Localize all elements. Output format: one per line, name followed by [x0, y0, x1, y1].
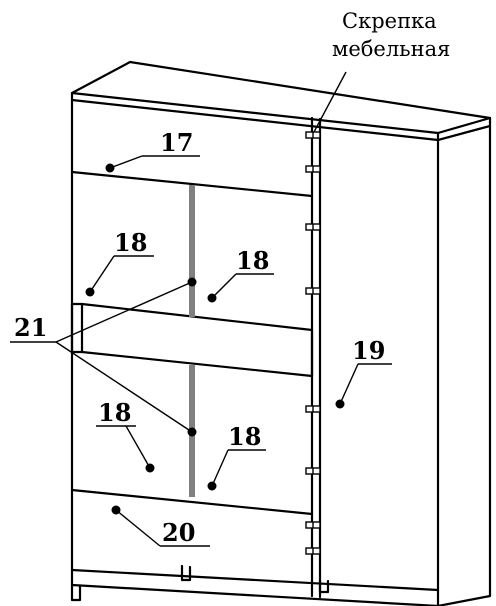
- clip-icon: [305, 467, 321, 475]
- caption-leader-line: [313, 71, 347, 133]
- callout-20: 20: [111, 505, 210, 547]
- callout-18-lower-right: 18: [207, 422, 266, 491]
- callout-17: 17: [105, 128, 200, 173]
- clip-icon: [305, 223, 321, 231]
- divider-post-upper: [189, 185, 195, 317]
- furniture-clips: [305, 131, 321, 555]
- callout-label-18: 18: [114, 228, 147, 257]
- callout-label-19: 19: [352, 336, 385, 365]
- callout-18-upper-left: 18: [85, 228, 154, 297]
- caption-line-2: мебельная: [332, 37, 450, 61]
- callout-label-18: 18: [236, 246, 269, 275]
- top-panel: [70, 60, 492, 142]
- clip-icon: [305, 547, 321, 555]
- callout-21: 21: [10, 277, 197, 437]
- cabinet-front-outline: [70, 98, 492, 606]
- drawer-17: [70, 170, 314, 198]
- plinth: [70, 564, 440, 594]
- callout-18-upper-right: 18: [207, 246, 274, 303]
- caption-line-1: Скрепка: [342, 9, 437, 33]
- clip-icon: [305, 165, 321, 173]
- middle-shelf: [70, 302, 314, 378]
- callout-label-21: 21: [14, 313, 47, 342]
- callout-label-18: 18: [98, 398, 131, 427]
- clip-icon: [305, 131, 321, 139]
- clip-icon: [305, 405, 321, 413]
- callout-label-18: 18: [228, 422, 261, 451]
- clip-icon: [305, 287, 321, 295]
- callout-19: 19: [335, 336, 392, 409]
- callout-label-20: 20: [162, 518, 195, 547]
- callout-18-lower-left: 18: [96, 398, 155, 473]
- callout-label-17: 17: [160, 128, 193, 157]
- drawer-20: [70, 488, 314, 516]
- caption-furniture-clip: Скрепка мебельная: [313, 9, 450, 133]
- clip-icon: [305, 521, 321, 529]
